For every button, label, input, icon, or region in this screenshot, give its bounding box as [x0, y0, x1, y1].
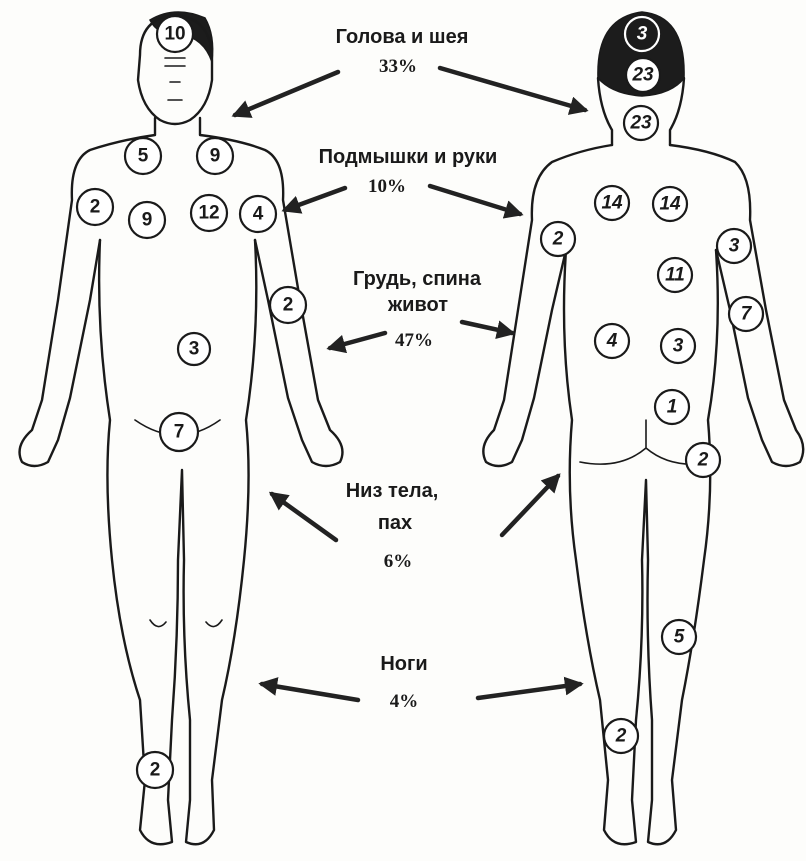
label-legs: Ноги	[380, 653, 427, 675]
marker-front-left-chest: 12	[191, 195, 227, 231]
svg-text:10: 10	[164, 24, 185, 45]
arrow-head-front	[235, 72, 338, 115]
label-armpits-arms: Подмышки и руки	[319, 146, 498, 168]
svg-text:14: 14	[659, 194, 681, 215]
svg-text:2: 2	[150, 760, 161, 781]
svg-text:11: 11	[665, 265, 685, 286]
svg-text:12: 12	[198, 203, 219, 224]
marker-front-left-armpit: 4	[240, 196, 276, 232]
svg-text:4: 4	[253, 204, 264, 225]
marker-back-left-forearm: 7	[729, 297, 763, 331]
label-head-neck: Голова и шея	[336, 26, 469, 48]
svg-text:7: 7	[741, 304, 753, 325]
svg-text:5: 5	[674, 627, 685, 648]
svg-text:4: 4	[606, 331, 618, 352]
percent-armpits-arms: 10%	[368, 176, 406, 197]
marker-front-right-chest: 9	[129, 202, 165, 238]
svg-text:2: 2	[615, 726, 627, 747]
front-legs-outline	[99, 240, 256, 844]
label-lower-body-line1: Низ тела,	[346, 480, 439, 502]
svg-text:2: 2	[552, 229, 564, 250]
arrow-arms-front	[285, 188, 345, 210]
arrow-lower-front	[272, 494, 336, 540]
marker-back-upper-spine: 11	[658, 258, 692, 292]
percent-lower-body: 6%	[384, 551, 413, 572]
arrow-chest-back	[462, 322, 512, 333]
arrow-lower-back	[502, 476, 558, 535]
marker-back-left-shoulder-blade: 14	[653, 187, 687, 221]
marker-back-sacrum: 1	[655, 390, 689, 424]
region-labels: Голова и шея 33% Подмышки и руки 10% Гру…	[319, 26, 498, 712]
marker-back-right-arm: 2	[541, 222, 575, 256]
marker-front-right-ankle: 2	[137, 752, 173, 788]
svg-text:9: 9	[210, 146, 221, 167]
marker-front-left-shoulder: 9	[197, 138, 233, 174]
label-chest-back-line1: Грудь, спина	[353, 268, 482, 290]
front-face-features	[165, 58, 185, 100]
marker-back-neck: 23	[624, 106, 658, 140]
svg-text:3: 3	[189, 339, 200, 360]
svg-text:7: 7	[174, 422, 185, 443]
marker-back-head: 23	[626, 58, 660, 92]
marker-back-left-buttock: 2	[686, 443, 720, 477]
svg-text:5: 5	[138, 146, 149, 167]
svg-text:3: 3	[673, 336, 684, 357]
svg-text:2: 2	[697, 450, 709, 471]
arrow-chest-front	[330, 333, 385, 348]
marker-front-groin: 7	[160, 413, 198, 451]
marker-front-forehead: 10	[157, 16, 193, 52]
svg-text:1: 1	[667, 397, 678, 418]
marker-back-lower-spine: 3	[661, 329, 695, 363]
svg-text:2: 2	[283, 295, 294, 316]
marker-back-right-ankle: 2	[604, 719, 638, 753]
svg-text:23: 23	[629, 113, 652, 134]
percent-head-neck: 33%	[379, 56, 417, 77]
marker-front-right-shoulder: 5	[125, 138, 161, 174]
arrow-arms-back	[430, 186, 520, 214]
svg-text:3: 3	[729, 236, 740, 257]
svg-text:2: 2	[90, 197, 101, 218]
marker-back-crown: 3	[625, 17, 659, 51]
percent-legs: 4%	[390, 691, 419, 712]
marker-back-left-calf: 5	[662, 620, 696, 654]
svg-text:14: 14	[601, 193, 623, 214]
label-lower-body-line2: пах	[378, 512, 412, 534]
marker-front-navel: 3	[178, 333, 210, 365]
svg-text:23: 23	[631, 65, 654, 86]
front-markers: 10 5 9 2 9 12 4 2 3 7 2	[77, 16, 306, 788]
marker-front-left-forearm: 2	[270, 287, 306, 323]
label-chest-back-line2: живот	[387, 294, 448, 316]
arrow-legs-front	[262, 684, 358, 700]
arrow-head-back	[440, 68, 585, 110]
marker-back-right-shoulder-blade: 14	[595, 186, 629, 220]
marker-back-left-arm: 3	[717, 229, 751, 263]
arrow-legs-back	[478, 684, 580, 698]
marker-front-right-arm: 2	[77, 189, 113, 225]
percent-chest-back: 47%	[395, 330, 433, 351]
marker-back-right-lower-back: 4	[595, 324, 629, 358]
svg-text:9: 9	[142, 210, 153, 231]
svg-text:3: 3	[637, 24, 648, 45]
back-markers: 3 23 23 14 14 2 3 11 7 4 3 1 2 5 2	[541, 17, 763, 753]
